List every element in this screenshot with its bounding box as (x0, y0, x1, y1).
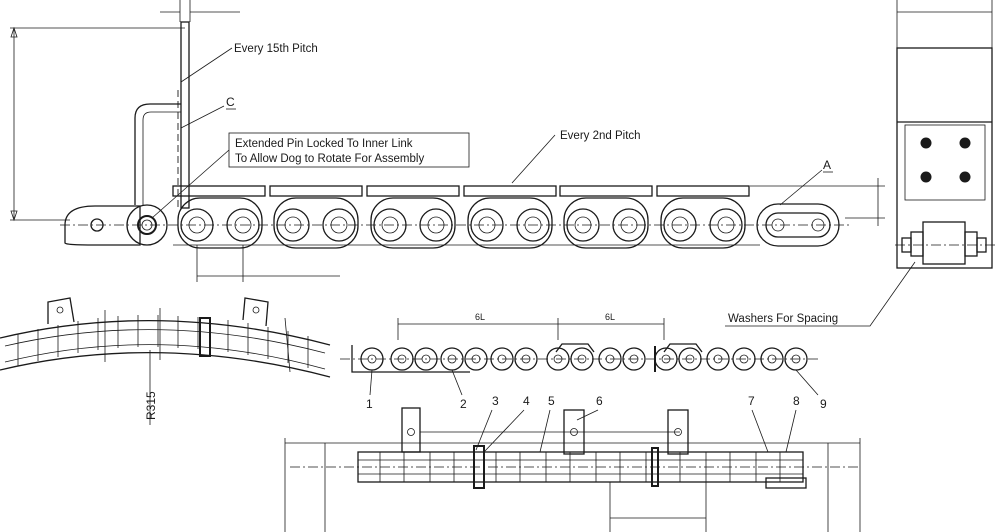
end-view (895, 0, 995, 269)
top-side-view (10, 0, 885, 282)
part-number-7: 7 (748, 394, 755, 408)
part-number-2: 2 (460, 397, 467, 411)
top-view-callouts: Every 15th Pitch C Extended Pin Locked T… (151, 43, 833, 219)
extended-pin-line2: To Allow Dog to Rotate For Assembly (235, 153, 424, 165)
radius-label: R315 (144, 391, 158, 420)
every-15th-pitch-label: Every 15th Pitch (234, 43, 318, 55)
washers-label: Washers For Spacing (728, 313, 838, 325)
extended-pin-line1: Extended Pin Locked To Inner Link (235, 138, 413, 150)
part-number-leaders-lower: 3 4 5 6 7 8 (475, 394, 800, 453)
six-l-left-label: 6L (475, 312, 485, 322)
label-c: C (226, 95, 235, 109)
curved-chain-view: R315 (0, 297, 331, 425)
roller-chain-view: 6L 6L (340, 312, 820, 373)
washers-callout: Washers For Spacing (725, 261, 916, 327)
part-number-4: 4 (523, 394, 530, 408)
part-number-9: 9 (820, 397, 827, 411)
six-l-right-label: 6L (605, 312, 615, 322)
part-number-8: 8 (793, 394, 800, 408)
part-number-3: 3 (492, 394, 499, 408)
label-a: A (823, 158, 831, 172)
chain-links-top (172, 185, 750, 249)
part-number-1: 1 (366, 397, 373, 411)
part-number-leaders-upper: 1 2 9 (366, 369, 827, 411)
every-2nd-pitch-label: Every 2nd Pitch (560, 130, 641, 142)
bottom-assembly-view (284, 407, 861, 532)
part-number-6: 6 (596, 394, 603, 408)
part-number-5: 5 (548, 394, 555, 408)
